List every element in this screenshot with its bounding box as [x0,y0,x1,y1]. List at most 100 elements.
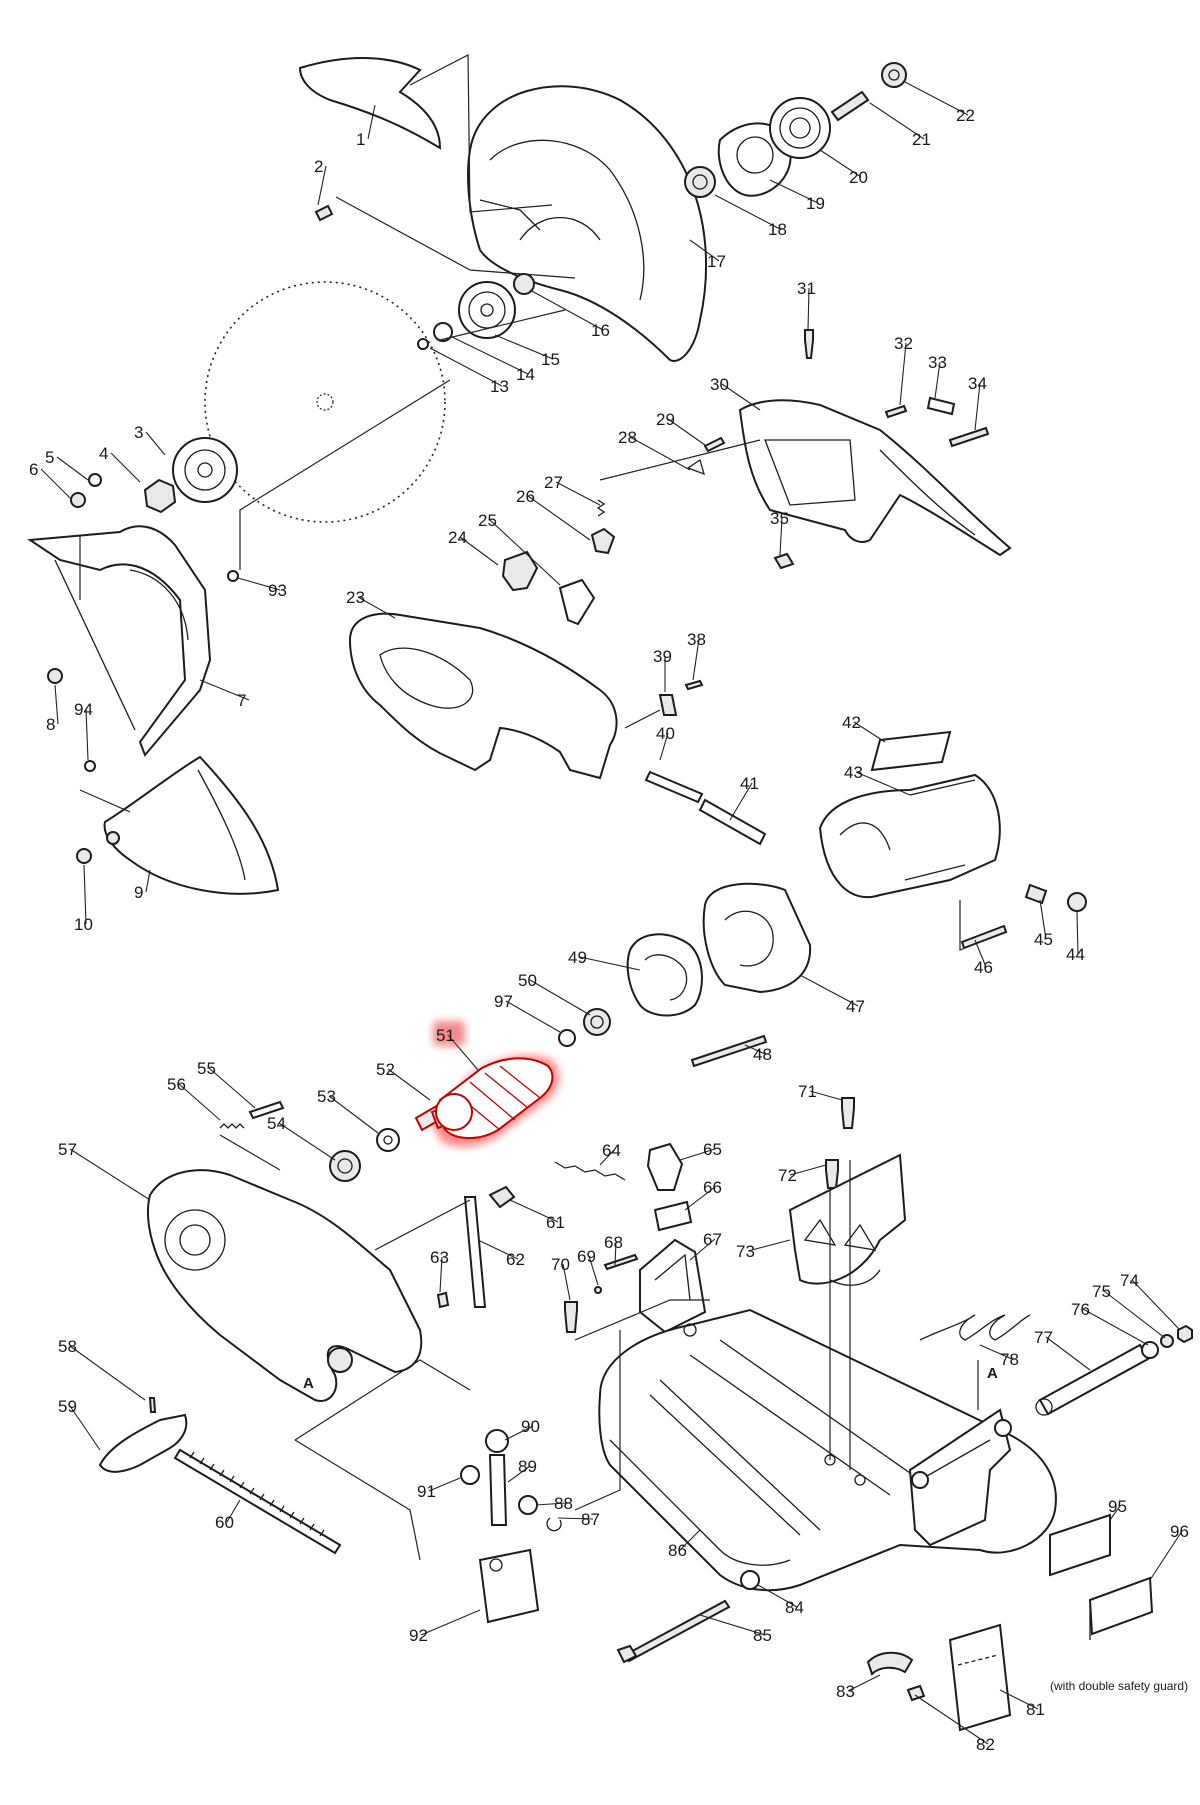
leader-line-67 [689,1238,716,1261]
part-number-43: 43 [844,763,863,782]
part-number-88: 88 [554,1494,573,1513]
leader-line-19 [769,179,819,204]
part-number-85: 85 [753,1626,772,1645]
bearing-22 [881,62,907,88]
pin-28 [686,458,705,476]
part-number-57: 57 [58,1140,77,1159]
leader-line-70 [562,1263,571,1301]
part-number-32: 32 [894,334,913,353]
part-number-76: 76 [1071,1300,1090,1319]
inner-flange [458,281,516,339]
washer-84 [740,1570,760,1590]
hex-bolt-4 [143,478,177,514]
vise-arm-59 [98,1413,188,1473]
leader-line-47 [799,974,859,1007]
spring-64 [554,1161,626,1181]
highlight-halo-51 [433,1021,465,1046]
part-number-7: 7 [237,691,246,710]
leader-line-59 [69,1405,101,1451]
ring-14 [433,322,453,342]
clip-61 [488,1185,516,1209]
leader-line-77 [1045,1336,1091,1371]
spring-27 [596,499,606,517]
screw-32 [884,404,908,419]
part-number-18: 18 [768,220,787,239]
rest-96 [1088,1576,1154,1636]
part-number-70: 70 [551,1255,570,1274]
leader-line-75 [1103,1290,1166,1339]
part-number-73: 73 [736,1242,755,1261]
clip-35 [773,552,795,570]
label-33 [926,396,956,416]
leader-line-86 [679,1529,701,1551]
part-number-78: 78 [1000,1350,1019,1369]
leader-line-13 [429,347,503,387]
fence-bracket [908,1408,1012,1547]
leader-line-5 [56,456,89,481]
bolt-6 [70,492,86,508]
leader-line-29 [667,418,706,446]
leader-line-76 [1082,1308,1149,1346]
leader-line-95 [1109,1505,1121,1521]
part-number-82: 82 [976,1735,995,1754]
leader-line-58 [69,1345,146,1401]
leader-line-14 [449,335,529,375]
motor-housing-43 [818,773,1001,899]
part-number-23: 23 [346,588,365,607]
part-number-9: 9 [134,883,143,902]
leader-line-69 [588,1255,599,1286]
washer-76 [1141,1341,1159,1359]
leader-line-50 [529,979,591,1016]
leader-line-6 [40,468,71,499]
part-number-30: 30 [710,375,729,394]
leader-line-94 [85,708,89,761]
section-marker-a-right: A [987,1365,998,1382]
nut-75 [1160,1334,1174,1348]
part-number-61: 61 [546,1213,565,1232]
leader-line-9 [145,869,151,893]
leader-line-49 [579,956,641,971]
part-number-55: 55 [197,1059,216,1078]
leader-line-3 [145,431,166,456]
nut-74 [1177,1324,1193,1344]
part-number-87: 87 [581,1510,600,1529]
part-number-labels: 1234567891013141516171819202122232425262… [29,81,1189,1754]
screw-46 [960,924,1008,950]
leader-line-71 [809,1090,843,1101]
leader-line-97 [505,1000,561,1033]
shaft-21 [830,90,870,122]
part-number-84: 84 [785,1598,804,1617]
part-number-33: 33 [928,353,947,372]
part-number-1: 1 [356,130,365,149]
part-number-64: 64 [602,1141,621,1160]
ring-13 [417,338,429,350]
leader-line-93 [237,577,281,591]
leader-line-82 [914,1694,989,1745]
part-number-6: 6 [29,460,38,479]
leader-line-30 [721,383,761,411]
leader-line-38 [692,638,700,681]
cap-44 [1067,892,1087,912]
part-number-35: 35 [770,509,789,528]
part-number-25: 25 [478,511,497,530]
leader-line-84 [757,1584,798,1608]
part-number-47: 47 [846,997,865,1016]
screw-34 [948,426,990,448]
part-number-95: 95 [1108,1497,1127,1516]
washer-5 [88,473,102,487]
bearing-54 [329,1150,361,1182]
handle-housing-30 [738,399,1012,557]
leader-line-72 [789,1164,827,1176]
leader-line-23 [357,596,396,619]
leader-line-66 [684,1186,716,1211]
part-number-97: 97 [494,992,513,1011]
bolt-8 [47,668,63,684]
leader-line-60 [226,1499,241,1523]
part-number-44: 44 [1066,945,1085,964]
part-number-69: 69 [577,1247,596,1266]
part-number-83: 83 [836,1682,855,1701]
part-number-2: 2 [314,157,323,176]
leader-line-32 [899,342,907,406]
leader-line-56 [178,1083,221,1121]
leader-line-41 [729,782,753,821]
